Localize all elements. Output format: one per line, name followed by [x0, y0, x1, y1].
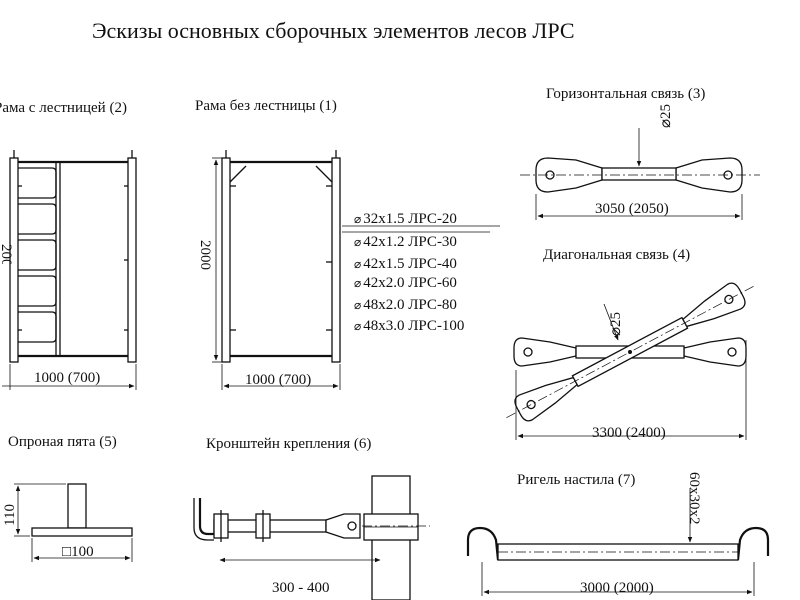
- square-symbol: □: [62, 544, 72, 560]
- diameter-symbol: ⌀: [354, 319, 362, 333]
- dim-horizontal-diameter: ⌀25: [658, 103, 674, 128]
- spec-row: ⌀32х1.5 ЛРС-20: [354, 211, 457, 228]
- dim-bracket-length: 300 - 400: [272, 580, 330, 596]
- spec-row: ⌀42х2.0 ЛРС-60: [354, 275, 457, 292]
- base-plate-drawing: [14, 483, 133, 562]
- label-horizontal-tie: Горизонтальная связь (3): [546, 86, 706, 102]
- spec-row: ⌀48х2.0 ЛРС-80: [354, 297, 457, 314]
- dim-frame-plain-height: 2000: [197, 240, 213, 270]
- horizontal-tie-drawing: [520, 128, 760, 220]
- spec-row: ⌀42х1.2 ЛРС-30: [354, 234, 457, 251]
- page-title: Эскизы основных сборочных элементов лесо…: [92, 18, 575, 43]
- label-base-plate: Опроная пята (5): [8, 434, 117, 450]
- diameter-symbol: ⌀: [354, 257, 362, 271]
- spec-text: 48х2.0 ЛРС-80: [363, 297, 457, 313]
- label-beam: Ригель настила (7): [517, 472, 636, 488]
- label-bracket: Кронштейн крепления (6): [206, 436, 372, 452]
- dim-base-height: 110: [2, 504, 18, 526]
- spec-text: 42х1.5 ЛРС-40: [363, 256, 457, 272]
- label-diagonal-tie: Диагональная связь (4): [543, 247, 691, 263]
- diameter-symbol: ⌀: [354, 212, 362, 226]
- diagonal-tie-drawing: [506, 282, 754, 440]
- spec-text: 32х1.5 ЛРС-20: [363, 211, 457, 227]
- frame-without-ladder-drawing: [212, 150, 500, 390]
- diameter-symbol: ⌀: [608, 326, 624, 336]
- spec-row: ⌀48х3.0 ЛРС-100: [354, 318, 464, 335]
- dim-frame-plain-width: 1000 (700): [245, 372, 312, 388]
- diameter-symbol: ⌀: [354, 298, 362, 312]
- spec-text: 42х2.0 ЛРС-60: [363, 275, 457, 291]
- label-frame-without-ladder: Рама без лестницы (1): [195, 98, 337, 114]
- dim-beam-length: 3000 (2000): [580, 580, 654, 596]
- beam-drawing: [466, 488, 770, 596]
- diameter-symbol: ⌀: [354, 235, 362, 249]
- spec-text: 48х3.0 ЛРС-100: [363, 318, 465, 334]
- dim-diagonal-diameter: ⌀25: [608, 311, 624, 336]
- dim-beam-profile: 60х30х2: [686, 472, 702, 525]
- bracket-drawing: [193, 475, 430, 600]
- spec-text: 42х1.2 ЛРС-30: [363, 234, 457, 250]
- dim-diagonal-length: 3300 (2400): [592, 425, 666, 441]
- diameter-symbol: ⌀: [354, 276, 362, 290]
- label-frame-with-ladder: Рама с лестницей (2): [0, 100, 127, 116]
- frame-with-ladder-drawing: [2, 150, 137, 390]
- dim-base-square: □100: [62, 544, 94, 560]
- dim-horizontal-length: 3050 (2050): [595, 201, 669, 217]
- dim-frame-ladder-width: 1000 (700): [34, 370, 101, 386]
- spec-row: ⌀42х1.5 ЛРС-40: [354, 256, 457, 273]
- diameter-symbol: ⌀: [658, 118, 674, 128]
- dim-frame-ladder-height: 2000: [0, 244, 14, 264]
